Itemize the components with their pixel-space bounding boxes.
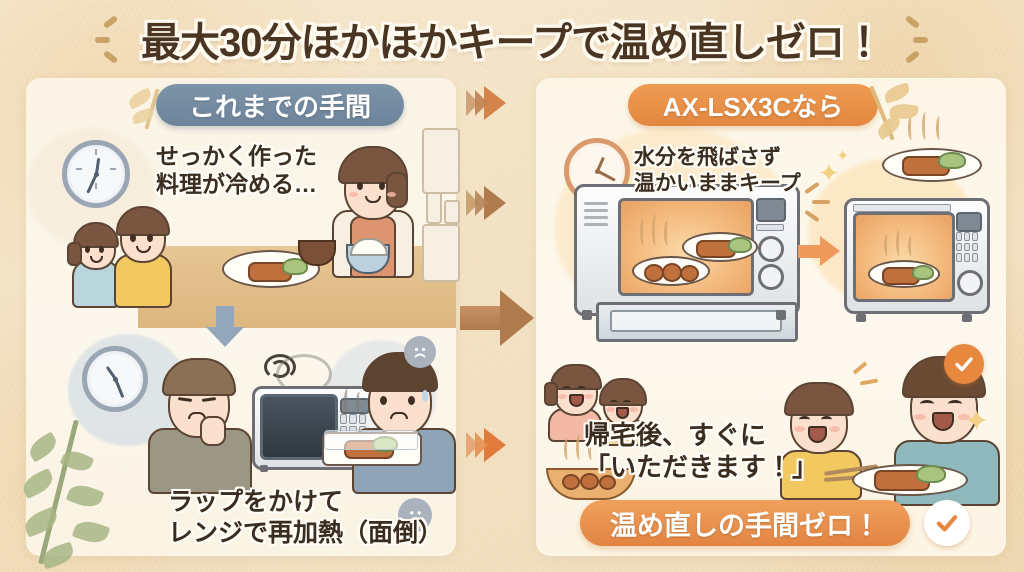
page-title: 最大30分ほかほかキープで温め直しゼロ！ bbox=[140, 21, 884, 65]
steaming-dish bbox=[546, 462, 636, 500]
sparkle-icon: ✦ bbox=[964, 405, 990, 438]
arrow-group bbox=[460, 78, 536, 556]
check-mark-badge bbox=[944, 344, 984, 384]
sparkle-icon: ✦ bbox=[818, 158, 840, 188]
bottle bbox=[426, 192, 442, 224]
girl-child bbox=[66, 216, 122, 308]
kitchen-counter bbox=[422, 224, 460, 282]
headline-bar: 最大30分ほかほかキープで温め直しゼロ！ bbox=[0, 8, 1024, 70]
chevron-arrow-upper-mid bbox=[466, 186, 506, 220]
spark-lines-right-icon bbox=[897, 11, 933, 67]
small-orange-arrow-icon bbox=[798, 236, 840, 266]
left-panel-header-pill: これまでの手間 bbox=[156, 84, 404, 126]
right-bottom-caption: 帰宅後、すぐに 「いただきます！」 bbox=[584, 420, 819, 482]
right-top-scene: ✦ ✦ bbox=[536, 112, 1006, 348]
rice-bowl bbox=[346, 238, 390, 274]
check-mark-badge bbox=[924, 500, 970, 546]
solid-arrow-mid bbox=[460, 290, 536, 346]
down-arrow-icon bbox=[206, 306, 244, 348]
gold-leaf-sprig-icon bbox=[126, 84, 168, 134]
smiling-mother bbox=[544, 362, 602, 442]
sad-face-badge bbox=[398, 498, 432, 532]
worried-man bbox=[144, 350, 254, 494]
soup-bowl bbox=[298, 240, 336, 266]
chevron-arrow-bottom bbox=[466, 428, 506, 462]
sad-man bbox=[346, 346, 456, 494]
left-top-caption: せっかく作った 料理が冷める… bbox=[156, 143, 317, 198]
sad-face-badge bbox=[404, 336, 436, 368]
spark-lines-left-icon bbox=[91, 11, 127, 67]
smiling-boy bbox=[774, 374, 862, 500]
gold-leaf-sprig-icon bbox=[868, 78, 938, 148]
wall-clock-icon bbox=[82, 346, 148, 412]
left-bottom-scene bbox=[26, 306, 456, 494]
plate-of-food bbox=[852, 456, 968, 496]
closed-oven-with-food bbox=[844, 198, 990, 322]
chevron-arrow-top bbox=[466, 86, 506, 120]
right-panel-header-pill: AX-LSX3Cなら bbox=[628, 84, 878, 126]
oven-window-glow bbox=[853, 212, 955, 302]
open-oven-with-food bbox=[574, 184, 800, 348]
left-panel-header-label: これまでの手間 bbox=[188, 91, 371, 122]
kitchen-cabinets bbox=[422, 128, 460, 194]
right-top-caption: 水分を飛ばさず 温かいままキープ bbox=[634, 146, 801, 195]
right-panel-header-label: AX-LSX3Cなら bbox=[662, 91, 844, 122]
wall-clock-icon bbox=[62, 140, 130, 208]
left-bottom-caption: ラップをかけて レンジで再加熱（面倒） bbox=[168, 488, 444, 547]
steam-cloud bbox=[276, 354, 332, 394]
boy-child bbox=[108, 200, 174, 308]
plate-of-food bbox=[882, 142, 982, 182]
result-banner-pill: 温め直しの手間ゼロ！ bbox=[580, 500, 910, 546]
jar bbox=[444, 200, 460, 224]
left-top-scene bbox=[26, 128, 460, 328]
smiling-girl bbox=[594, 374, 648, 446]
right-bottom-scene: ✦ bbox=[536, 352, 1006, 506]
wrapped-plate bbox=[322, 428, 422, 466]
olive-leaf-sprig-icon bbox=[10, 408, 118, 570]
sparkle-icon: ✦ bbox=[836, 148, 850, 165]
result-banner-label: 温め直しの手間ゼロ！ bbox=[610, 510, 880, 541]
